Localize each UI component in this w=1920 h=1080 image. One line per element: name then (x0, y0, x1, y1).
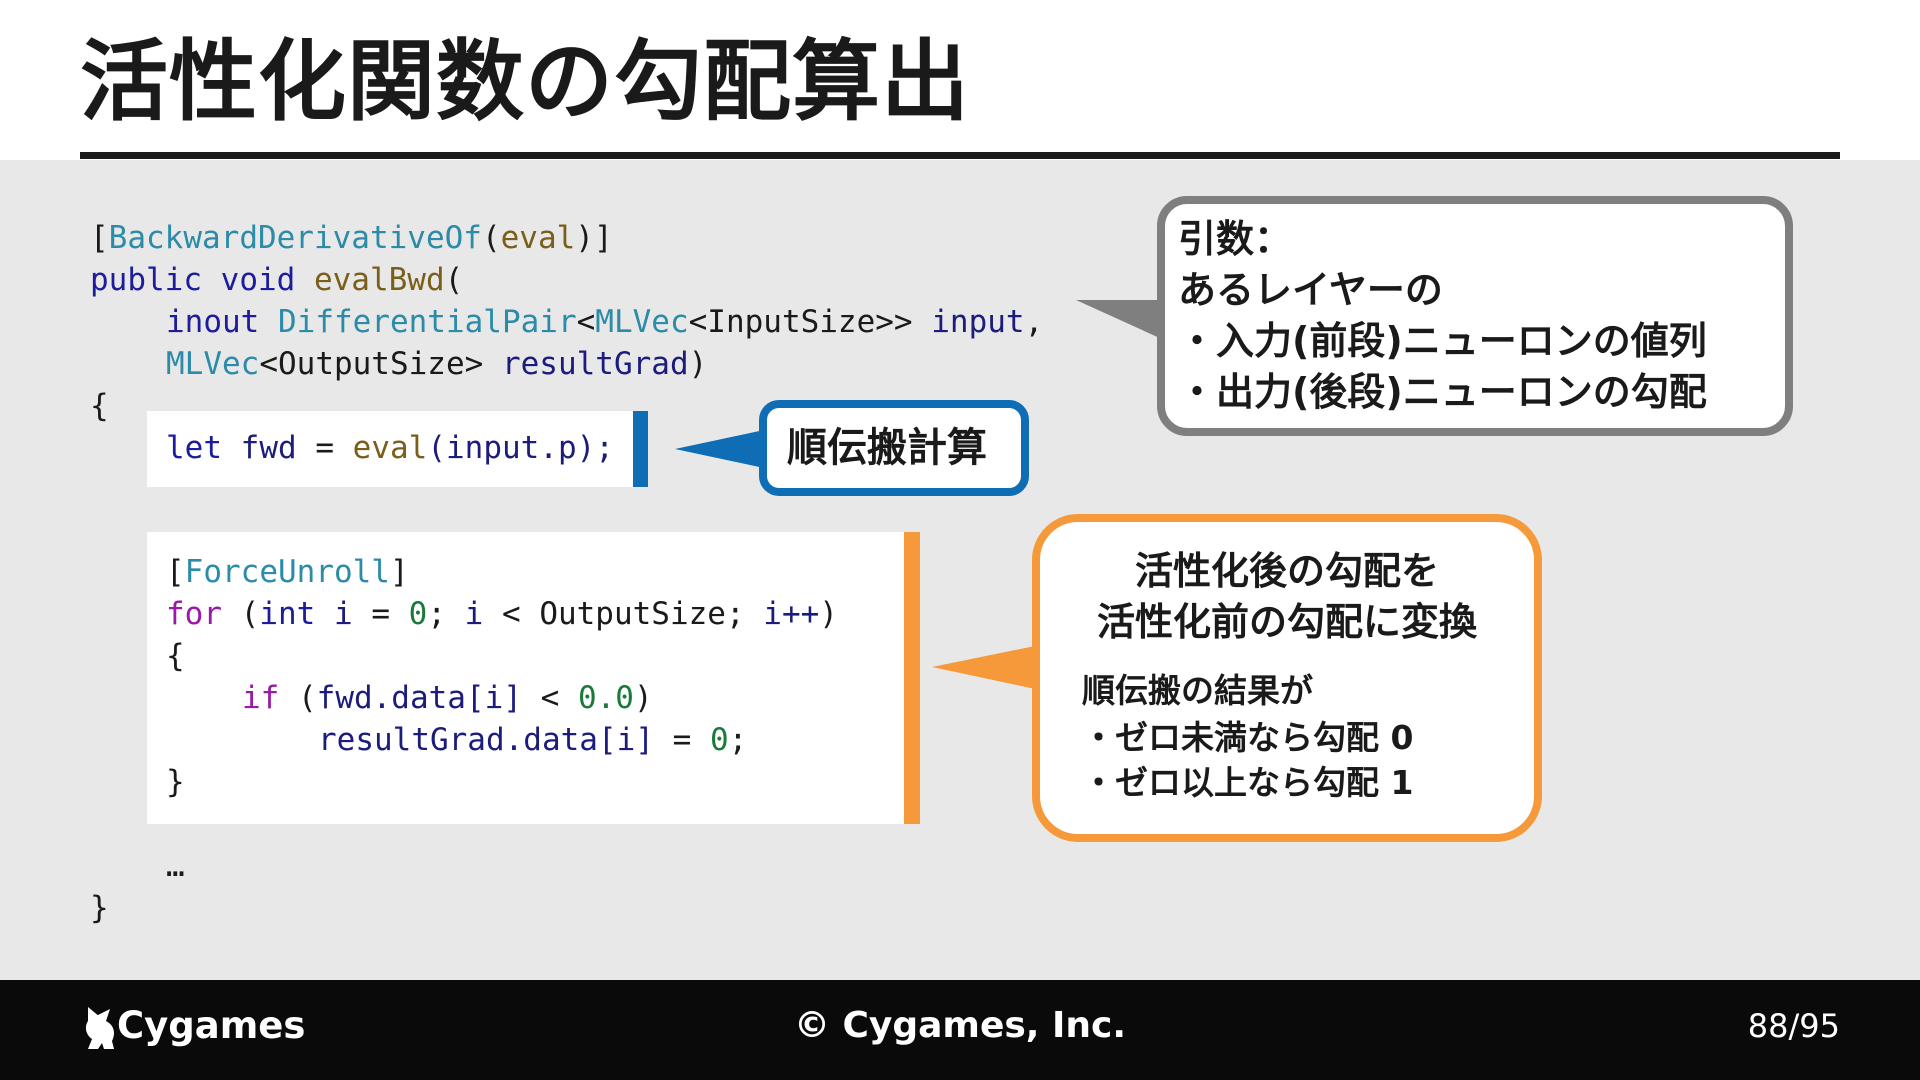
activation-callout-line2: 活性化前の勾配に変換 (1096, 600, 1477, 644)
activation-callout-pointer (932, 645, 1040, 690)
args-callout (1157, 196, 1793, 436)
activation-callout-line3: 順伝搬の結果が (1082, 671, 1313, 710)
args-callout-line3: ・入力(前段)ニューロンの値列 (1178, 319, 1707, 363)
args-callout-line1: 引数： (1178, 217, 1293, 261)
code-line-close-brace: } (90, 890, 109, 926)
code-line-signature: public void evalBwd( (90, 262, 464, 298)
title-divider (80, 152, 1840, 159)
args-callout-pointer (1076, 300, 1164, 340)
slide-title: 活性化関数の勾配算出 (80, 30, 971, 133)
forward-code-box (147, 411, 635, 487)
code-line-for: for (int i = 0; i < OutputSize; i++) (166, 596, 838, 632)
copyright: © Cygames, Inc. (793, 1005, 1127, 1046)
code-line-forward: let fwd = eval(input.p); (166, 430, 614, 466)
code-line-ellipsis: … (166, 848, 185, 884)
activation-callout-line5: ・ゼロ以上なら勾配 1 (1082, 763, 1414, 802)
code-line-attribute: [BackwardDerivativeOf(eval)] (90, 220, 613, 256)
code-line-loop-open: { (166, 638, 185, 674)
forward-marker-bar (633, 411, 648, 487)
args-callout-line4: ・出力(後段)ニューロンの勾配 (1178, 370, 1707, 414)
loop-marker-bar (904, 532, 920, 824)
page-number: 88/95 (1747, 1007, 1840, 1045)
loop-code-box (147, 532, 905, 824)
code-line-param-grad: MLVec<OutputSize> resultGrad) (166, 346, 708, 382)
code-line-loop-close: } (166, 764, 185, 800)
code-line-force-unroll: [ForceUnroll] (166, 554, 409, 590)
cygames-logo-text: Cygames (117, 1004, 306, 1047)
activation-callout (1032, 514, 1542, 842)
activation-callout-line1: 活性化後の勾配を (1134, 549, 1439, 593)
code-line-open-brace: { (90, 388, 109, 424)
code-line-if: if (fwd.data[i] < 0.0) (242, 680, 653, 716)
code-line-assign: resultGrad.data[i] = 0; (318, 722, 748, 758)
args-callout-line2: あるレイヤーの (1178, 268, 1443, 312)
forward-callout-label: 順伝搬計算 (787, 425, 987, 471)
forward-callout (759, 400, 1029, 496)
cygames-logo-icon (85, 1007, 114, 1049)
code-line-param-input: inout DifferentialPair<MLVec<InputSize>>… (166, 304, 1044, 340)
footer (0, 980, 1920, 1080)
title-area: 活性化関数の勾配算出 (0, 0, 1920, 160)
activation-callout-line4: ・ゼロ未満なら勾配 0 (1082, 718, 1414, 757)
forward-callout-pointer (675, 430, 764, 468)
